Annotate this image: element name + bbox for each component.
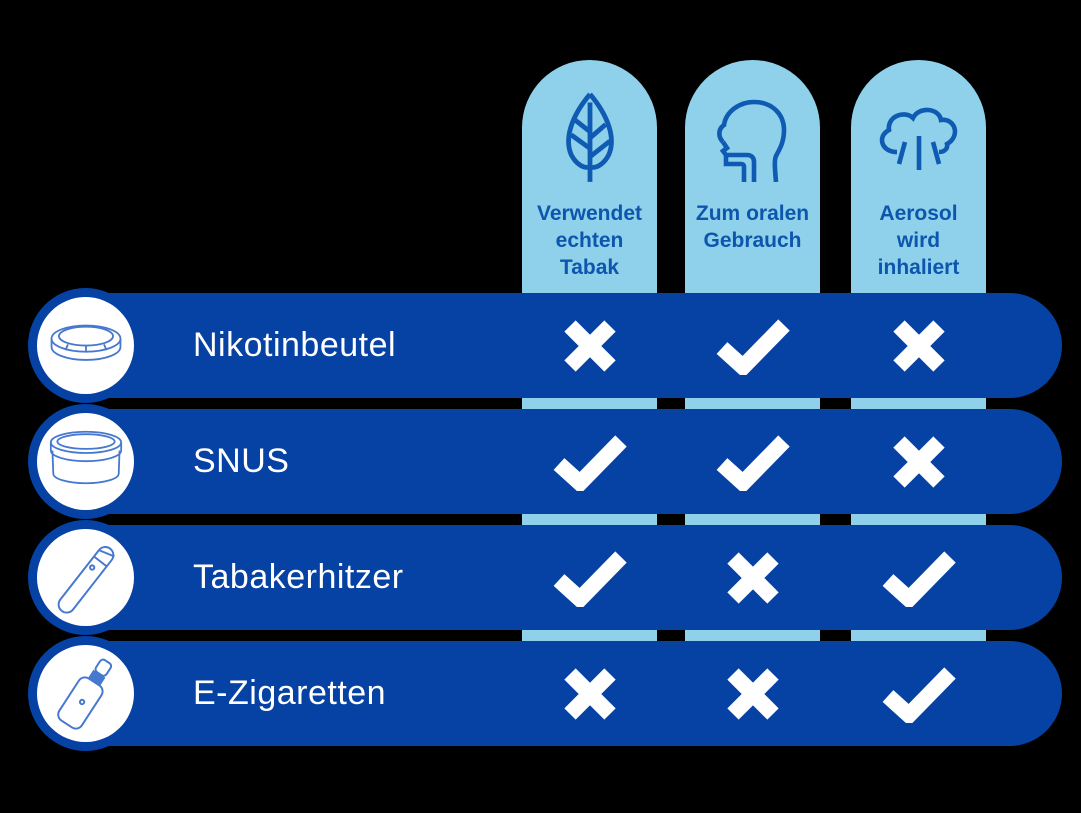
product-row-snus: SNUS (28, 404, 1062, 519)
cell-mark (851, 409, 986, 514)
product-badge (28, 404, 143, 519)
cell-mark (685, 641, 820, 746)
cell-mark (851, 641, 986, 746)
product-label: SNUS (193, 442, 290, 480)
nicotine-pouch-tin-icon (37, 297, 134, 394)
product-badge (28, 520, 143, 635)
product-row-tabakerhitzer: Tabakerhitzer (28, 520, 1062, 635)
cross-icon (563, 319, 616, 372)
product-label: Nikotinbeutel (193, 326, 397, 364)
product-badge (28, 288, 143, 403)
cell-mark (685, 409, 820, 514)
tobacco-heater-icon (37, 529, 134, 626)
cross-icon (892, 435, 945, 488)
cell-mark (685, 293, 820, 398)
snus-can-icon (37, 413, 134, 510)
product-row-e-zigaretten: E-Zigaretten (28, 636, 1062, 751)
product-label: E-Zigaretten (193, 674, 387, 712)
tobacco-leaf-icon (522, 90, 657, 186)
cell-mark (685, 525, 820, 630)
cell-mark (522, 525, 657, 630)
check-icon (882, 666, 956, 723)
column-header-label: Verwendet echten Tabak (536, 202, 643, 279)
cell-mark (851, 525, 986, 630)
product-row-nikotinbeutel: Nikotinbeutel (28, 288, 1062, 403)
product-label: Tabakerhitzer (193, 558, 404, 596)
cell-mark (522, 409, 657, 514)
check-icon (553, 550, 627, 607)
cross-icon (726, 551, 779, 604)
column-header-label: Aerosol wird inhaliert (877, 202, 960, 279)
check-icon (882, 550, 956, 607)
cross-icon (892, 319, 945, 372)
aerosol-cloud-icon (851, 102, 986, 178)
product-badge (28, 636, 143, 751)
head-throat-icon (685, 98, 820, 182)
e-cigarette-icon (37, 645, 134, 742)
cross-icon (563, 667, 616, 720)
check-icon (716, 318, 790, 375)
cross-icon (726, 667, 779, 720)
check-icon (553, 434, 627, 491)
cell-mark (522, 293, 657, 398)
column-header-label: Zum oralen Gebrauch (695, 202, 810, 252)
cell-mark (522, 641, 657, 746)
check-icon (716, 434, 790, 491)
cell-mark (851, 293, 986, 398)
